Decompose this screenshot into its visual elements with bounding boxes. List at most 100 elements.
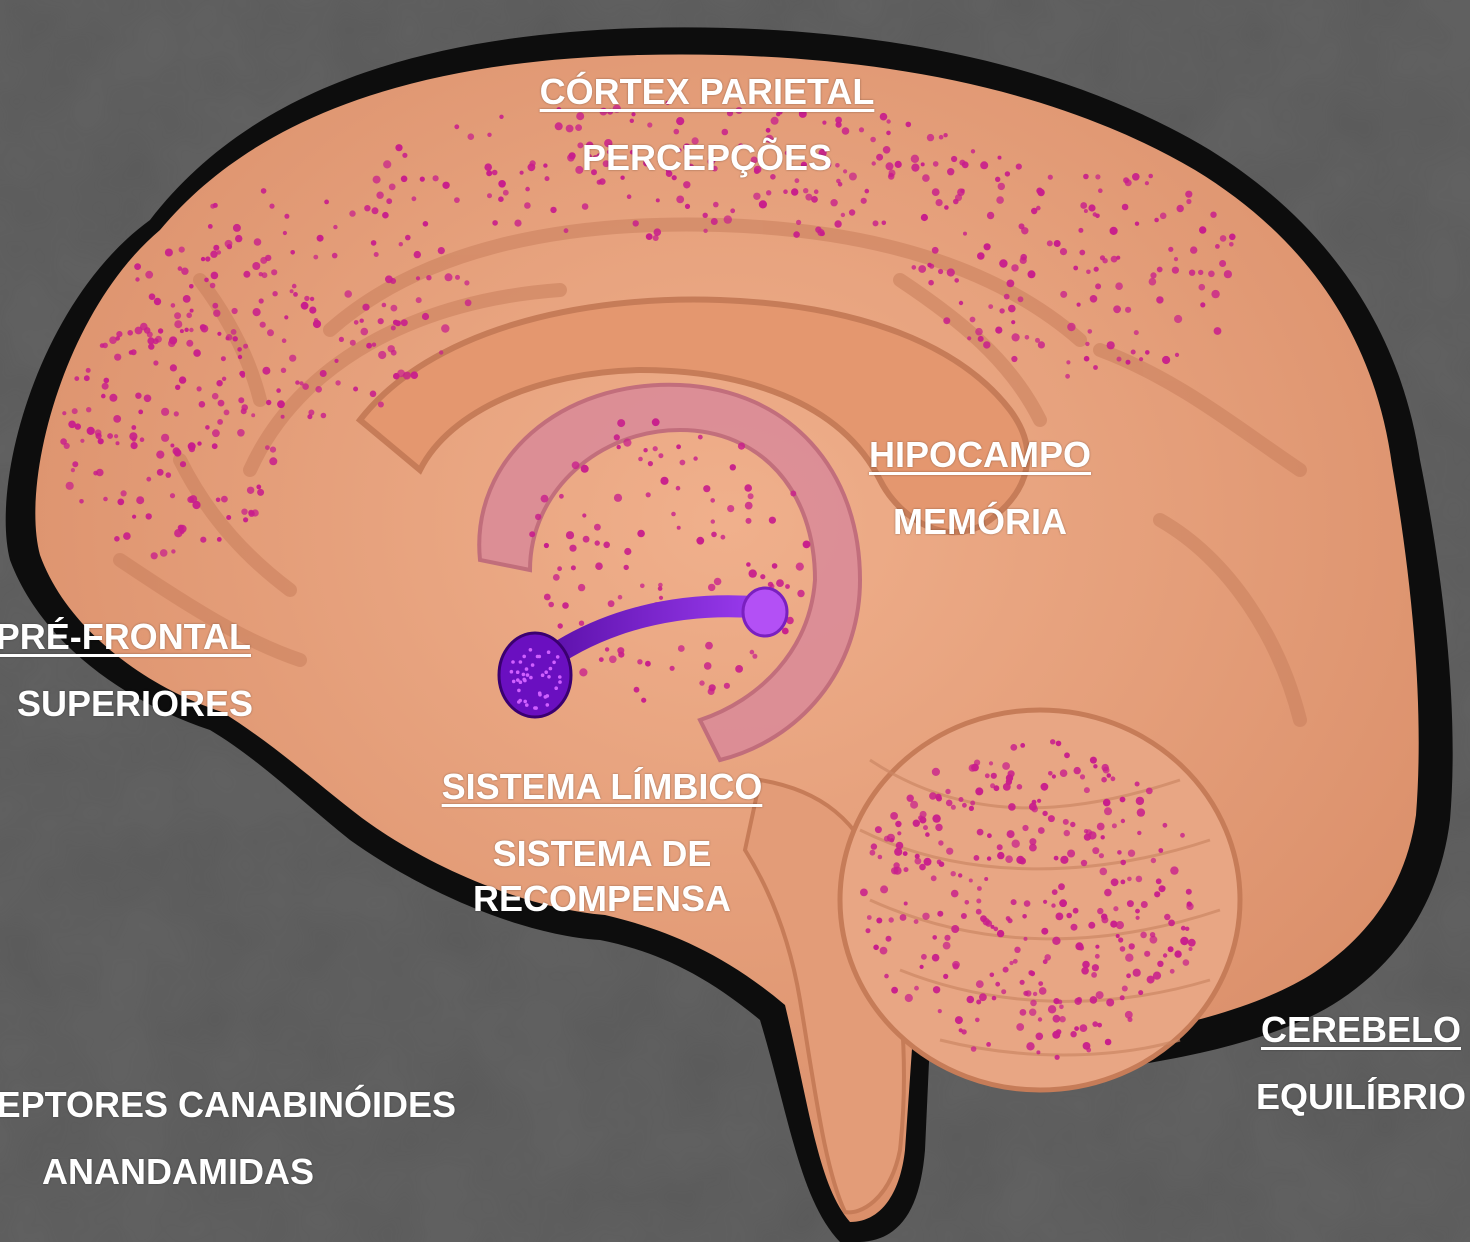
- receptor-dot: [987, 212, 994, 219]
- receptor-dot: [861, 198, 867, 204]
- receptor-dot: [559, 494, 564, 499]
- receptor-dot: [796, 563, 804, 571]
- receptor-dot: [999, 308, 1004, 313]
- receptor-dot: [362, 304, 369, 311]
- receptor-dot: [1037, 799, 1041, 803]
- receptor-dot: [1070, 1031, 1076, 1037]
- receptor-dot: [174, 312, 181, 319]
- receptor-dot: [1189, 270, 1195, 276]
- limbic-title: SISTEMA LÍMBICO: [442, 767, 763, 807]
- receptor-dot: [1210, 212, 1216, 218]
- receptor-dot: [543, 163, 547, 167]
- receptor-dot: [1082, 961, 1090, 969]
- receptor-dot: [711, 532, 717, 538]
- receptor-dot: [292, 284, 297, 289]
- receptor-dot: [1007, 280, 1015, 288]
- receptor-dot: [680, 460, 686, 466]
- receptor-dot: [155, 336, 162, 343]
- receptor-dot: [256, 485, 261, 490]
- receptor-dot: [1224, 270, 1232, 278]
- receptor-dot: [637, 530, 645, 538]
- receptor-dot: [1127, 900, 1134, 907]
- receptor-dot: [1147, 976, 1155, 984]
- receptor-dot: [822, 121, 826, 125]
- receptor-dot: [905, 994, 913, 1002]
- receptor-dot: [866, 928, 871, 933]
- receptor-dot: [173, 447, 181, 455]
- receptor-dot: [1006, 774, 1013, 781]
- receptor-dot: [670, 666, 675, 671]
- receptor-dot: [910, 801, 918, 809]
- receptor-dot: [766, 190, 771, 195]
- receptor-dot: [1090, 295, 1098, 303]
- receptor-dot: [674, 129, 680, 135]
- receptor-dot: [212, 303, 218, 309]
- receptor-dot: [525, 187, 530, 192]
- receptor-dot: [1174, 950, 1181, 957]
- receptor-dot: [769, 517, 776, 524]
- receptor-dot: [1028, 270, 1036, 278]
- receptor-dot: [646, 233, 653, 240]
- receptor-dot: [582, 513, 586, 517]
- receptor-dot: [389, 184, 396, 191]
- receptor-dot: [1098, 188, 1103, 193]
- receptor-dot: [165, 249, 173, 257]
- receptor-dot: [927, 134, 934, 141]
- receptor-dot: [149, 293, 156, 300]
- receptor-dot: [1127, 877, 1132, 882]
- receptor-dot: [1190, 246, 1197, 253]
- receptor-dot: [709, 684, 716, 691]
- receptor-dot: [933, 986, 940, 993]
- receptor-dot: [609, 656, 617, 664]
- receptor-dot: [334, 359, 338, 363]
- receptor-dot: [919, 864, 926, 871]
- receptor-dot: [243, 344, 248, 349]
- receptor-dot: [1105, 1039, 1112, 1046]
- receptor-dot: [1019, 858, 1026, 865]
- receptor-dot: [393, 373, 400, 380]
- receptor-dot: [1020, 1009, 1027, 1016]
- receptor-dot: [872, 161, 876, 165]
- receptor-dot: [414, 251, 421, 258]
- receptor-dot: [218, 400, 225, 407]
- receptor-dot: [211, 272, 219, 280]
- receptor-dot: [638, 457, 643, 462]
- receptor-dot: [1151, 858, 1156, 863]
- receptor-dot: [231, 329, 237, 335]
- receptor-dot: [932, 247, 939, 254]
- receptor-dot: [793, 231, 800, 238]
- receptor-dot: [923, 825, 928, 830]
- receptor-dot: [946, 800, 953, 807]
- receptor-dot: [805, 194, 812, 201]
- receptor-dot: [441, 324, 449, 332]
- receptor-dot: [135, 393, 141, 399]
- receptor-dot: [746, 518, 752, 524]
- receptor-dot: [1145, 350, 1150, 355]
- receptor-dot: [745, 502, 753, 510]
- receptor-dot: [1085, 342, 1089, 346]
- receptor-dot: [985, 773, 990, 778]
- receptor-dot: [914, 986, 919, 991]
- receptor-dot: [1102, 764, 1109, 771]
- receptor-dot: [284, 214, 289, 219]
- receptor-dot: [1168, 920, 1175, 927]
- receptor-dot: [797, 590, 804, 597]
- receptor-dot: [1048, 175, 1053, 180]
- receptor-dot: [997, 930, 1004, 937]
- receptor-dot: [714, 578, 722, 586]
- receptor-dot: [886, 131, 891, 136]
- receptor-dot: [1001, 989, 1006, 994]
- receptor-dot: [814, 189, 819, 194]
- receptor-dot: [304, 296, 309, 301]
- receptor-dot: [1113, 906, 1118, 911]
- receptor-dot: [970, 801, 975, 806]
- receptor-dot: [1135, 782, 1140, 787]
- receptor-dot: [895, 161, 902, 168]
- receptor-dot: [307, 414, 312, 419]
- receptor-dot: [1121, 819, 1125, 823]
- receptor-dot: [984, 243, 991, 250]
- receptor-dot: [332, 253, 338, 259]
- receptor-dot: [226, 515, 231, 520]
- receptor-dot: [1185, 927, 1189, 931]
- receptor-dot: [1156, 878, 1162, 884]
